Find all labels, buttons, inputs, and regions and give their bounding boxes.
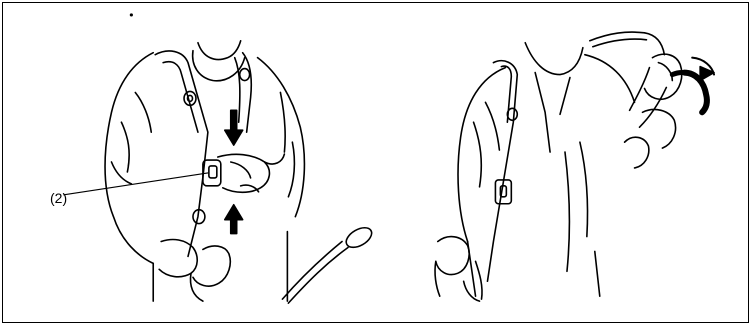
figure-frame: (2) [2,2,749,323]
person-adjusting-strap-drawing [375,3,750,322]
illustration-adjust-harness [375,3,750,322]
callout-label-2: (2) [50,190,67,206]
illustration-fasten-buckle: (2) [3,3,375,322]
person-with-harness-drawing [3,3,375,322]
